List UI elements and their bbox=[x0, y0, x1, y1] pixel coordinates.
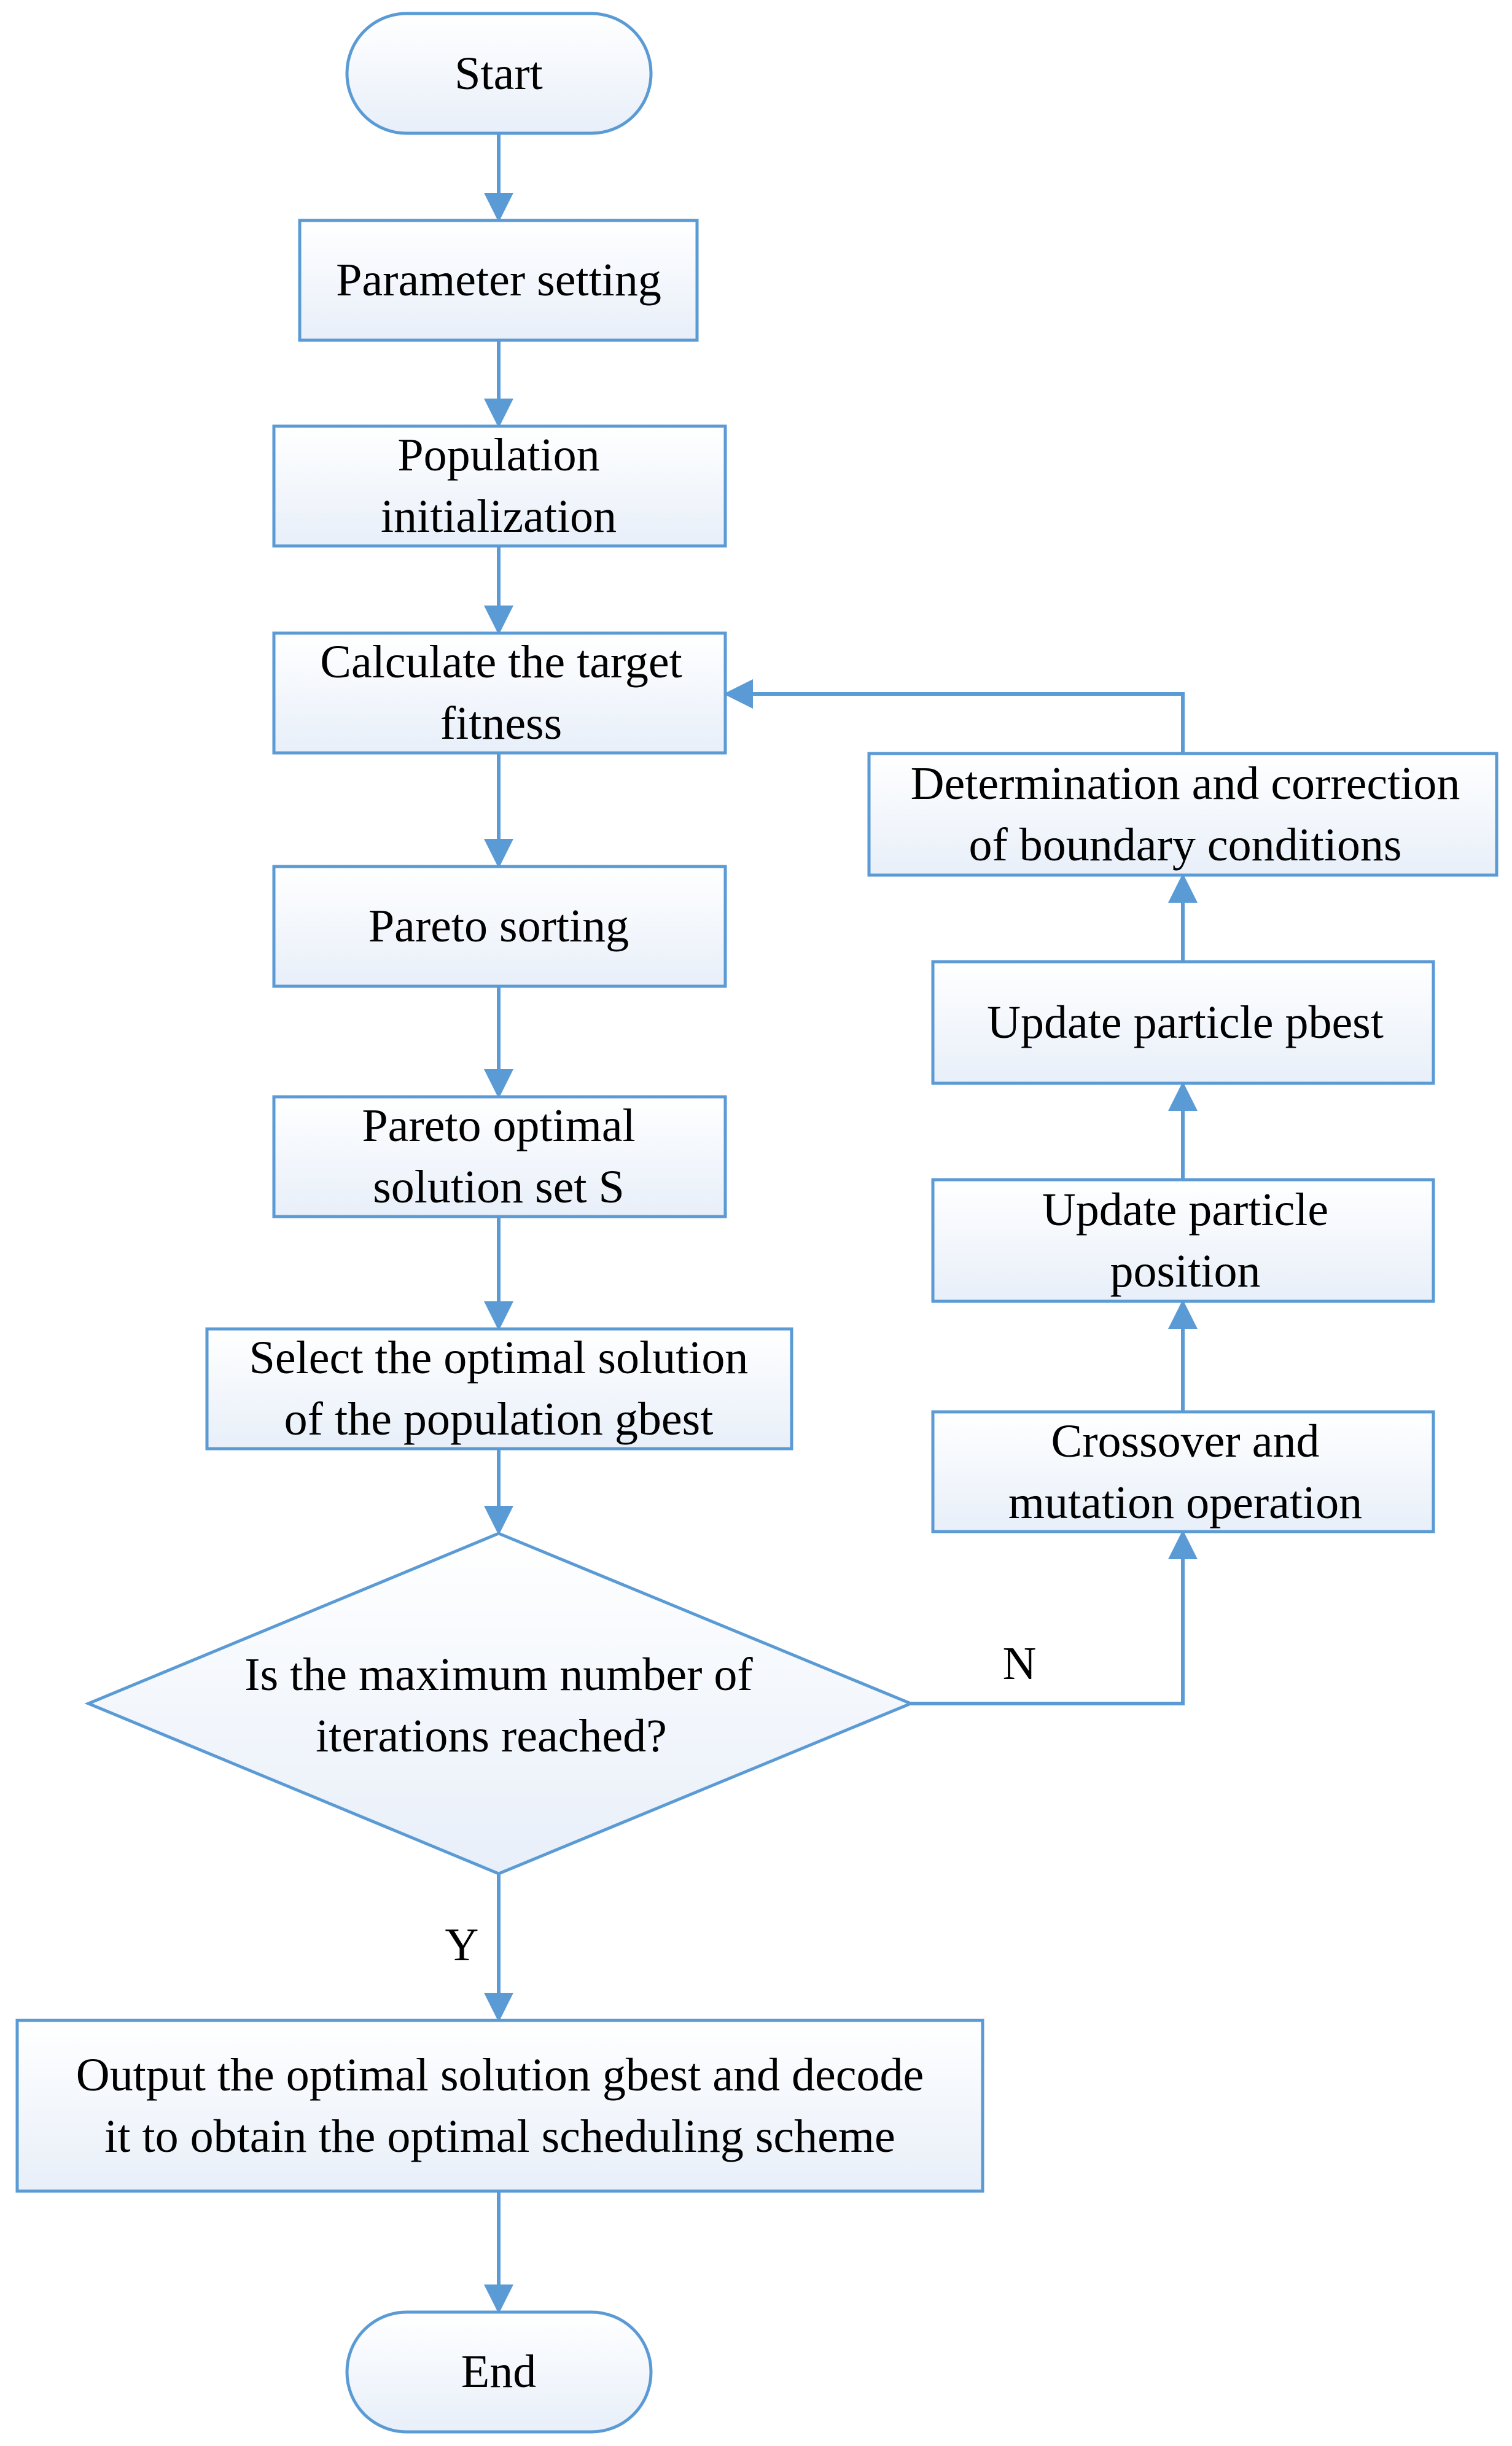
pareto-sorting-box: Pareto sorting bbox=[272, 865, 727, 988]
crossover-mutation-label: mutation operation bbox=[1008, 1477, 1362, 1529]
crossover-mutation-label: Crossover and bbox=[1051, 1416, 1320, 1467]
crossover-mutation-box: Crossover and mutation operation bbox=[931, 1410, 1435, 1533]
parameter-setting-box: Parameter setting bbox=[298, 219, 699, 342]
no-branch-label: N bbox=[1003, 1638, 1037, 1689]
output-solution-label: it to obtain the optimal scheduling sche… bbox=[104, 2111, 895, 2162]
end-terminal: End bbox=[345, 2310, 653, 2434]
start-terminal: Start bbox=[345, 12, 653, 135]
update-position-box: Update particle position bbox=[931, 1178, 1435, 1303]
boundary-conditions-label: of boundary conditions bbox=[968, 819, 1401, 871]
boundary-conditions-label: Determination and correction bbox=[911, 758, 1460, 809]
update-position-label: Update particle bbox=[1042, 1184, 1328, 1236]
select-gbest-label: of the population gbest bbox=[284, 1393, 714, 1445]
update-pbest-label: Update particle pbest bbox=[987, 997, 1384, 1048]
population-initialization-label: initialization bbox=[381, 491, 617, 542]
pareto-optimal-set-label: Pareto optimal bbox=[362, 1100, 635, 1151]
calculate-fitness-label: Calculate the target bbox=[320, 636, 682, 688]
output-solution-label: Output the optimal solution gbest and de… bbox=[76, 2049, 924, 2101]
pareto-optimal-set-label: solution set S bbox=[373, 1161, 625, 1213]
select-gbest-box: Select the optimal solution of the popul… bbox=[205, 1327, 793, 1451]
pareto-sorting-label: Pareto sorting bbox=[368, 900, 629, 952]
yes-branch-label: Y bbox=[445, 1919, 479, 1971]
output-solution-box: Output the optimal solution gbest and de… bbox=[15, 2019, 984, 2193]
population-initialization-box: Population initialization bbox=[272, 424, 727, 548]
update-position-label: position bbox=[1110, 1245, 1261, 1297]
select-gbest-label: Select the optimal solution bbox=[249, 1332, 749, 1384]
start-label: Start bbox=[454, 48, 543, 99]
boundary-conditions-box: Determination and correction of boundary… bbox=[867, 752, 1498, 877]
calculate-fitness-box: Calculate the target fitness bbox=[272, 631, 727, 755]
edge-boundary-to-fitness bbox=[723, 679, 1185, 754]
max-iterations-decision: Is the maximum number of iterations reac… bbox=[84, 1532, 915, 1875]
end-label: End bbox=[461, 2346, 536, 2397]
pareto-optimal-set-box: Pareto optimal solution set S bbox=[272, 1095, 727, 1218]
calculate-fitness-label: fitness bbox=[440, 698, 562, 749]
max-iterations-label: iterations reached? bbox=[316, 1710, 667, 1762]
parameter-setting-label: Parameter setting bbox=[336, 254, 661, 306]
connectors bbox=[484, 133, 1198, 2314]
max-iterations-label: Is the maximum number of bbox=[244, 1649, 753, 1700]
edge-decision-no-to-crossover bbox=[911, 1530, 1198, 1705]
update-pbest-box: Update particle pbest bbox=[931, 960, 1435, 1085]
population-initialization-label: Population bbox=[397, 429, 599, 481]
